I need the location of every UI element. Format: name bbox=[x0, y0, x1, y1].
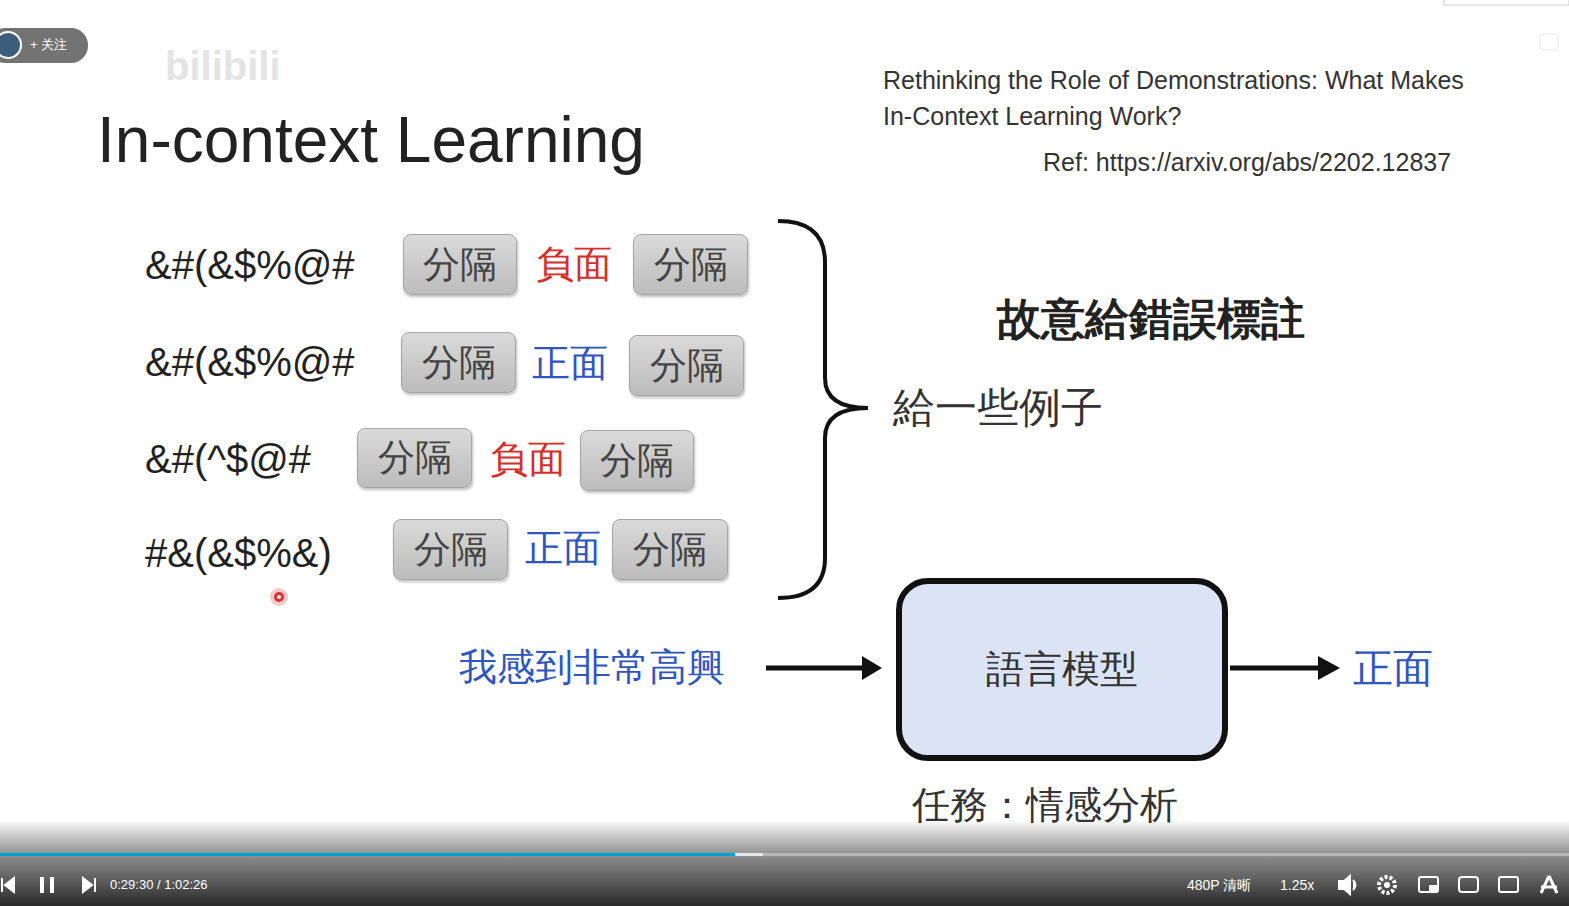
model-box: 語言模型 bbox=[896, 578, 1228, 761]
help-icon bbox=[1540, 34, 1558, 50]
volume-icon bbox=[1339, 876, 1356, 894]
progress-fill bbox=[0, 853, 735, 856]
top-right-box bbox=[1444, 0, 1569, 5]
cursor-dot bbox=[274, 592, 284, 602]
separator-label: 分隔 bbox=[378, 433, 452, 483]
follow-pill bbox=[0, 28, 88, 63]
next-icon bbox=[83, 878, 95, 892]
progress-buffer bbox=[735, 853, 763, 856]
settings-icon bbox=[1379, 877, 1395, 893]
separator-label: 分隔 bbox=[422, 338, 496, 388]
output-arrow bbox=[1230, 666, 1324, 671]
pip-icon bbox=[1419, 877, 1438, 892]
label-positive: 正面 bbox=[525, 526, 601, 572]
watermark: bilibili bbox=[165, 42, 281, 90]
pip-icon bbox=[1429, 885, 1437, 891]
cursor-dot bbox=[277, 595, 281, 599]
input-arrow bbox=[766, 666, 876, 671]
follow-button: + 关注 bbox=[30, 37, 67, 53]
widescreen-icon bbox=[1459, 877, 1478, 892]
arrow-head bbox=[862, 656, 882, 680]
label-positive: 正面 bbox=[532, 341, 608, 387]
progress-track bbox=[0, 853, 1569, 856]
cursor-dot bbox=[270, 588, 288, 606]
separator-label: 分隔 bbox=[654, 240, 728, 290]
speed-button: 1.25x bbox=[1280, 877, 1314, 894]
separator-label: 分隔 bbox=[650, 341, 724, 391]
separator-box: 分隔 bbox=[633, 234, 748, 295]
quality-button: 480P 清晰 bbox=[1187, 877, 1251, 894]
time-display: 0:29:30 / 1:02:26 bbox=[110, 877, 208, 893]
extra-icon bbox=[1541, 876, 1557, 893]
example-input: &#(&$%@# bbox=[145, 241, 355, 289]
query-input: 我感到非常高興 bbox=[459, 645, 725, 691]
label-negative: 負面 bbox=[490, 437, 566, 483]
avatar bbox=[0, 32, 21, 58]
model-output: 正面 bbox=[1353, 644, 1433, 692]
settings-icon bbox=[1384, 882, 1390, 888]
separator-box: 分隔 bbox=[612, 519, 728, 580]
note-wrong-labels: 故意給錯誤標註 bbox=[997, 293, 1305, 346]
separator-label: 分隔 bbox=[600, 436, 674, 486]
separator-box: 分隔 bbox=[357, 428, 472, 488]
pause-icon bbox=[40, 877, 44, 893]
separator-box: 分隔 bbox=[393, 519, 508, 580]
pause-icon bbox=[50, 877, 54, 893]
separator-label: 分隔 bbox=[423, 240, 497, 290]
separator-box: 分隔 bbox=[401, 332, 516, 393]
arrow-head bbox=[1318, 656, 1340, 680]
separator-label: 分隔 bbox=[414, 525, 488, 575]
example-input: &#(&$%@# bbox=[145, 338, 355, 386]
prev-icon bbox=[2, 878, 14, 892]
separator-box: 分隔 bbox=[580, 430, 694, 491]
slide-title: In-context Learning bbox=[97, 102, 645, 179]
example-input: #&(&$%&) bbox=[145, 529, 332, 577]
model-label: 語言模型 bbox=[986, 644, 1138, 695]
paper-title: Rethinking the Role of Demonstrations: W… bbox=[883, 62, 1468, 135]
curly-brace bbox=[778, 221, 868, 598]
separator-box: 分隔 bbox=[403, 234, 517, 295]
separator-label: 分隔 bbox=[633, 525, 707, 575]
task-label: 任務：情感分析 bbox=[912, 783, 1178, 829]
player-bar bbox=[0, 820, 1569, 906]
example-input: &#(^$@# bbox=[145, 435, 311, 483]
paper-ref: Ref: https://arxiv.org/abs/2202.12837 bbox=[1043, 147, 1451, 177]
separator-box: 分隔 bbox=[629, 335, 744, 396]
fullscreen-icon bbox=[1499, 877, 1518, 892]
note-examples: 給一些例子 bbox=[893, 383, 1103, 433]
label-negative: 負面 bbox=[536, 242, 612, 288]
